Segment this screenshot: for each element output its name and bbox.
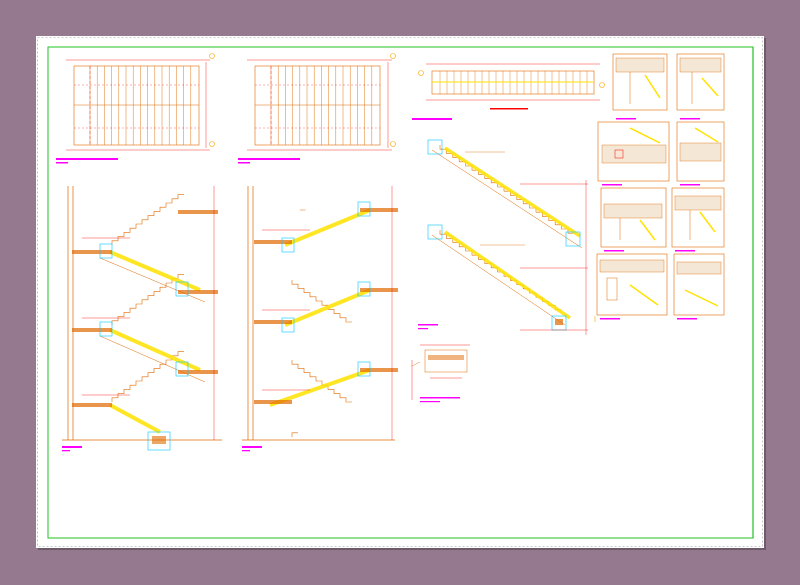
- detail-7: [596, 253, 668, 320]
- paper-edge: [37, 37, 763, 547]
- detail-1: [612, 53, 668, 120]
- slab-strip-title: [412, 118, 452, 120]
- section-1-flight-a: [111, 194, 184, 245]
- drawing-sheet[interactable]: [36, 36, 764, 548]
- slab-strip-elevation: [412, 63, 605, 120]
- detail-2: [676, 53, 725, 120]
- section-1-title: [62, 446, 82, 448]
- stair-section-2: [242, 186, 398, 452]
- stair-plan-1: [56, 53, 215, 164]
- section-3-flight-upper: [439, 145, 575, 234]
- plan-2-treads: [270, 66, 373, 145]
- section-1-flight-c: [111, 351, 184, 402]
- detail-3: [597, 121, 670, 186]
- section-2-flight-c: [291, 432, 298, 437]
- landing-detail: [411, 344, 470, 403]
- detail-4: [676, 121, 725, 186]
- plan-2-title: [238, 158, 300, 160]
- section-1-flight-b: [111, 274, 184, 325]
- plan-1-treads: [89, 66, 192, 145]
- plan-1-title: [56, 158, 118, 160]
- detail-8: [673, 253, 725, 320]
- section-3-title: [418, 324, 438, 326]
- landing-detail-title: [420, 397, 460, 399]
- cad-drawing-canvas[interactable]: [36, 36, 764, 548]
- section-2-flight-a: [291, 280, 352, 323]
- stair-section-3: [418, 139, 596, 335]
- stair-plan-2: [238, 53, 396, 164]
- section-2-flight-b: [291, 360, 352, 403]
- stair-section-1: [62, 186, 222, 452]
- detail-6: [671, 187, 725, 252]
- detail-panels: [596, 53, 725, 320]
- section-2-title: [242, 446, 262, 448]
- detail-5: [600, 187, 667, 252]
